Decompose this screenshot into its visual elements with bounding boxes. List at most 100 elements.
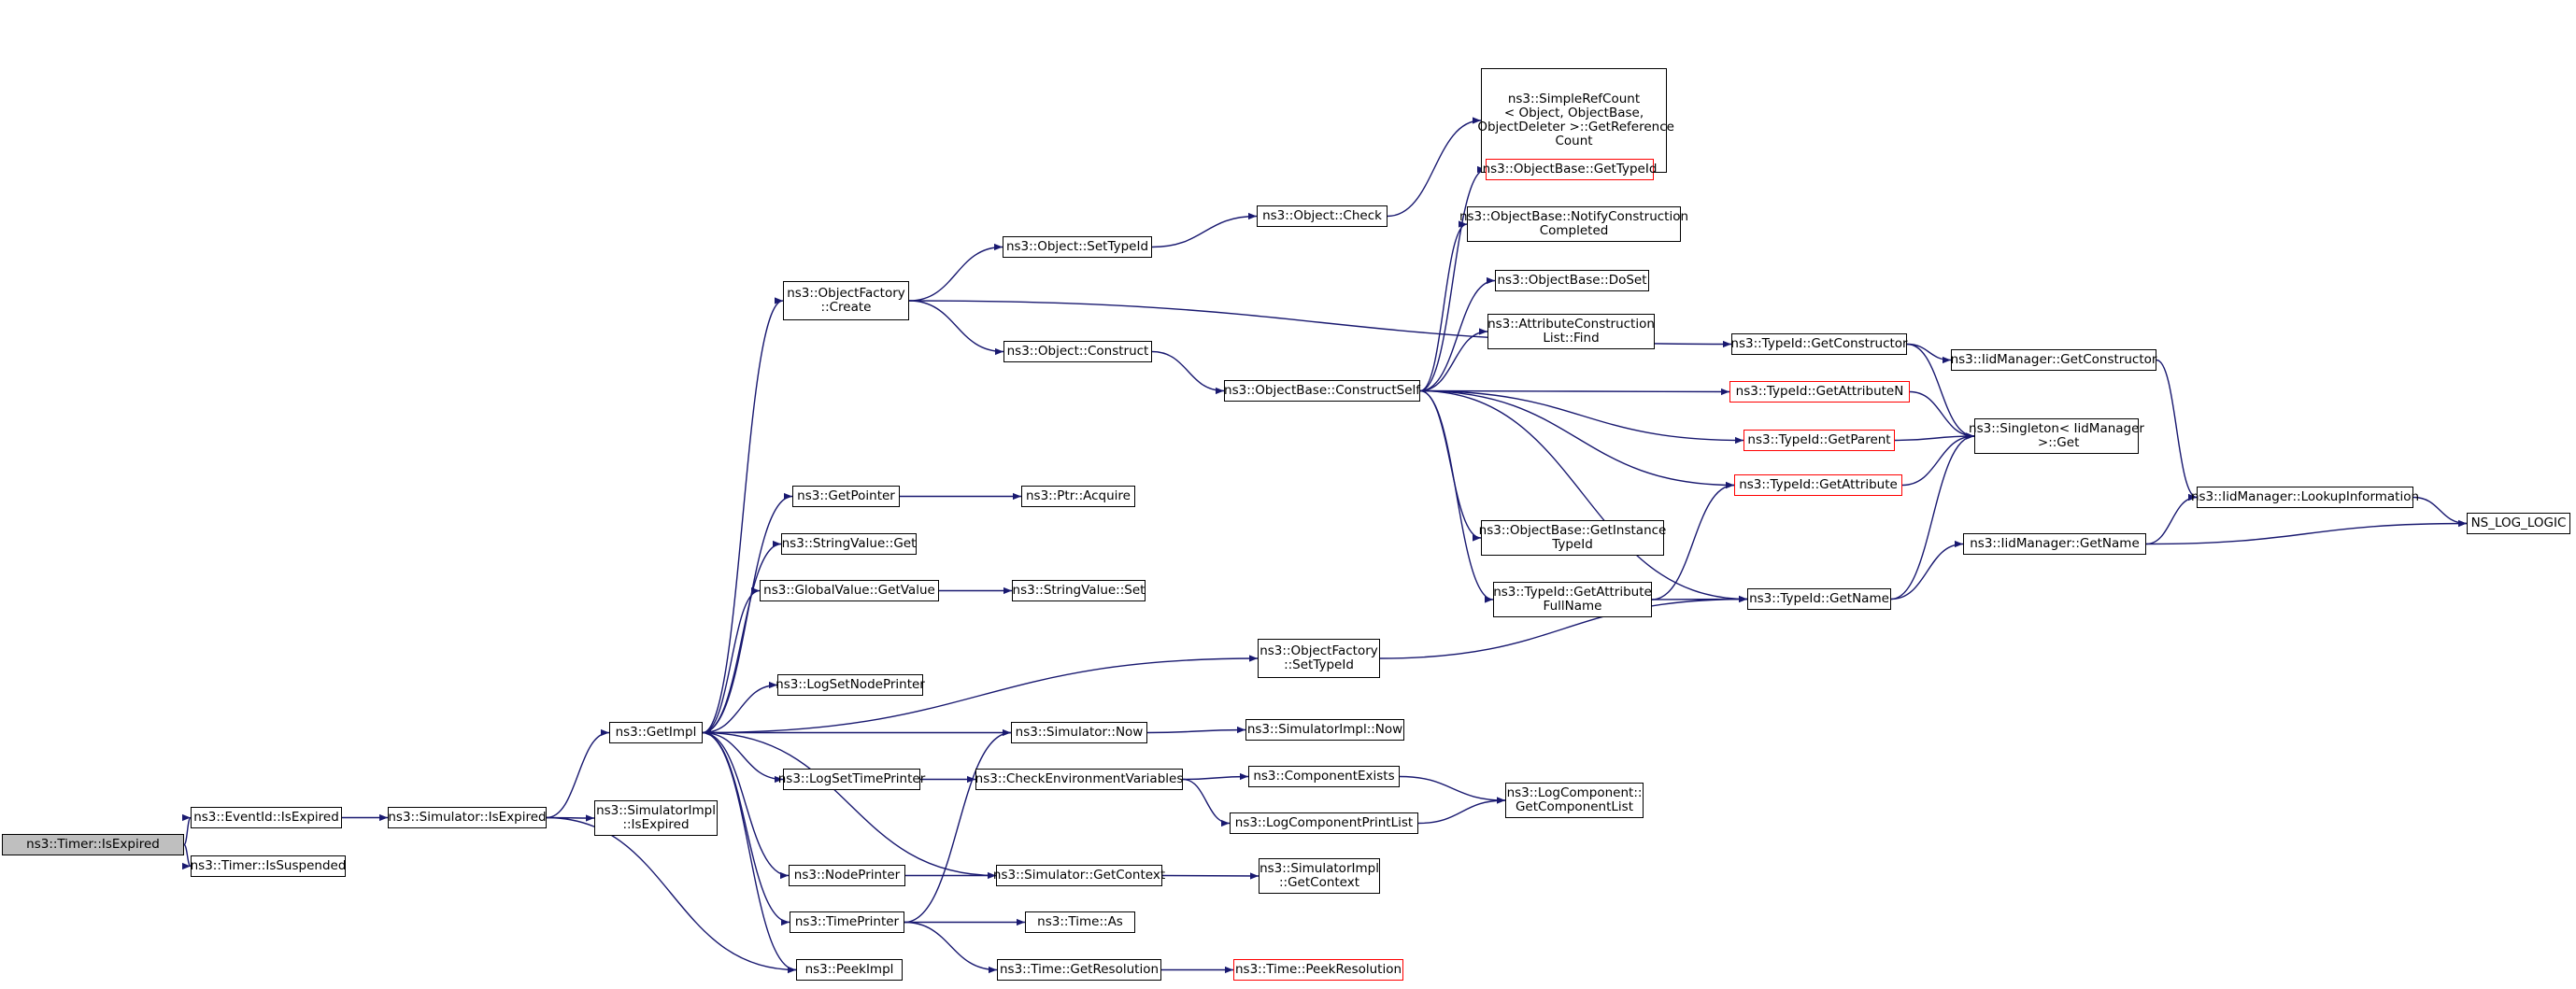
- edge-typeid-getattributen-to-singleton-get: [1909, 390, 1975, 440]
- edge-getimpl-to-nodeprinter: [702, 731, 790, 880]
- node-simulator-now[interactable]: ns3::Simulator::Now: [1011, 722, 1147, 743]
- edge-getimpl-to-logsettimeprinter: [702, 731, 784, 784]
- node-typeid-getconstructor[interactable]: ns3::TypeId::GetConstructor: [1730, 333, 1908, 355]
- node-componentexists[interactable]: ns3::ComponentExists: [1248, 766, 1400, 787]
- node-typeid-getattributefullname[interactable]: ns3::TypeId::GetAttribute FullName: [1493, 582, 1652, 617]
- edge-typeid-getconstructor-to-iidmanager-getconstructor: [1906, 343, 1952, 364]
- edge-getimpl-to-objectfactory-create: [702, 297, 784, 734]
- node-simulatorimpl-isexpired[interactable]: ns3::SimulatorImpl ::IsExpired: [594, 800, 718, 836]
- node-time-peekresolution[interactable]: ns3::Time::PeekResolution: [1233, 959, 1403, 981]
- edge-simulator-isexpired-to-getimpl: [546, 728, 610, 819]
- edge-iidmanager-getconstructor-to-iidmanager-lookupinformation: [2156, 359, 2198, 502]
- edge-objectbase-constructself-to-typeid-getattributefullname: [1419, 389, 1494, 603]
- edge-getimpl-to-peekimpl: [702, 731, 797, 974]
- edge-iidmanager-lookupinformation-to-ns-log-logic: [2412, 496, 2468, 528]
- node-attrconstructionlist-find[interactable]: ns3::AttributeConstruction List::Find: [1487, 314, 1655, 349]
- edge-objectfactory-settypeid-to-typeid-getname: [1379, 595, 1748, 659]
- node-ns-log-logic[interactable]: NS_LOG_LOGIC: [2467, 513, 2570, 534]
- edge-timer-isexpired-to-timer-issuspended: [181, 843, 192, 870]
- node-stringvalue-set[interactable]: ns3::StringValue::Set: [1012, 580, 1146, 601]
- edge-typeid-getattributefullname-to-typeid-getattribute: [1651, 481, 1735, 600]
- node-objectbase-gettypeid[interactable]: ns3::ObjectBase::GetTypeId: [1483, 159, 1657, 180]
- node-logcomponent-getcomponentlist[interactable]: ns3::LogComponent:: GetComponentList: [1505, 783, 1644, 818]
- node-simulatorimpl-getcontext[interactable]: ns3::SimulatorImpl ::GetContext: [1259, 858, 1380, 894]
- node-objectbase-getinstancetypeid[interactable]: ns3::ObjectBase::GetInstance TypeId: [1479, 520, 1666, 556]
- node-objectbase-doset[interactable]: ns3::ObjectBase::DoSet: [1495, 270, 1649, 291]
- edge-objectbase-constructself-to-typeid-getname: [1419, 389, 1748, 603]
- node-typeid-getattribute[interactable]: ns3::TypeId::GetAttribute: [1734, 474, 1902, 496]
- node-time-getresolution[interactable]: ns3::Time::GetResolution: [997, 959, 1161, 981]
- edge-objectbase-constructself-to-attrconstructionlist-find: [1419, 328, 1488, 392]
- node-ptr-acquire[interactable]: ns3::Ptr::Acquire: [1021, 486, 1135, 507]
- edge-objectbase-constructself-to-objectbase-gettypeid: [1419, 165, 1487, 392]
- edge-objectbase-constructself-to-typeid-getattributen: [1419, 388, 1730, 396]
- edge-typeid-getconstructor-to-singleton-get: [1906, 343, 1975, 440]
- edge-object-construct-to-objectbase-constructself: [1151, 350, 1225, 395]
- node-peekimpl[interactable]: ns3::PeekImpl: [796, 959, 903, 981]
- node-simplerefcount[interactable]: ns3::SimpleRefCount < Object, ObjectBase…: [1477, 68, 1674, 173]
- node-objectfactory-create[interactable]: ns3::ObjectFactory ::Create: [783, 281, 909, 320]
- edge-typeid-getname-to-iidmanager-getname: [1890, 540, 1964, 600]
- edge-logcomponentprintlist-to-logcomponent-getcomponentlist: [1417, 797, 1506, 825]
- edge-simulator-getcontext-to-getimpl: [702, 728, 997, 877]
- edge-timeprinter-to-time-getresolution: [904, 921, 998, 974]
- edge-getimpl-to-globalvalue-getvalue: [702, 586, 761, 734]
- node-iidmanager-getname[interactable]: ns3::IidManager::GetName: [1963, 533, 2146, 555]
- node-iidmanager-getconstructor[interactable]: ns3::IidManager::GetConstructor: [1951, 349, 2156, 371]
- node-objectbase-constructself[interactable]: ns3::ObjectBase::ConstructSelf: [1224, 380, 1420, 402]
- node-eventid-isexpired[interactable]: ns3::EventId::IsExpired: [191, 807, 342, 828]
- edge-simulator-getcontext-to-simulatorimpl-getcontext: [1161, 872, 1260, 880]
- node-singleton-get[interactable]: ns3::Singleton< IidManager >::Get: [1969, 418, 2144, 454]
- edge-getimpl-to-objectfactory-settypeid: [702, 655, 1259, 734]
- node-getimpl[interactable]: ns3::GetImpl: [609, 722, 703, 743]
- node-simulator-getcontext[interactable]: ns3::Simulator::GetContext: [993, 865, 1165, 886]
- edge-objectfactory-create-to-object-settypeid: [908, 243, 1003, 302]
- node-stringvalue-get[interactable]: ns3::StringValue::Get: [781, 533, 917, 555]
- node-simulator-isexpired[interactable]: ns3::Simulator::IsExpired: [388, 807, 547, 828]
- edge-checkenv-to-logcomponentprintlist: [1182, 778, 1231, 827]
- edge-object-check-to-simplerefcount: [1387, 117, 1482, 218]
- node-typeid-getname[interactable]: ns3::TypeId::GetName: [1747, 588, 1891, 610]
- node-timer-issuspended[interactable]: ns3::Timer::IsSuspended: [191, 855, 346, 877]
- edge-simulator-now-to-simulatorimpl-now: [1146, 726, 1246, 734]
- edge-typeid-getattribute-to-singleton-get: [1901, 432, 1975, 487]
- edge-getimpl-to-stringvalue-get: [702, 540, 782, 734]
- node-objectbase-notify[interactable]: ns3::ObjectBase::NotifyConstruction Comp…: [1459, 206, 1688, 242]
- edge-timeprinter-to-simulator-now: [904, 728, 1012, 924]
- edge-objectbase-constructself-to-objectbase-notify: [1419, 220, 1468, 392]
- edge-typeid-getname-to-singleton-get: [1890, 432, 1975, 600]
- edge-typeid-getparent-to-singleton-get: [1894, 432, 1975, 442]
- node-typeid-getparent[interactable]: ns3::TypeId::GetParent: [1743, 430, 1895, 451]
- edge-timer-isexpired-to-eventid-isexpired: [181, 813, 192, 846]
- node-logcomponentprintlist[interactable]: ns3::LogComponentPrintList: [1230, 812, 1418, 834]
- edge-iidmanager-getname-to-iidmanager-lookupinformation: [2145, 493, 2198, 545]
- edge-objectbase-constructself-to-typeid-getparent: [1419, 389, 1744, 445]
- edge-componentexists-to-logcomponent-getcomponentlist: [1399, 775, 1506, 804]
- node-timeprinter[interactable]: ns3::TimePrinter: [790, 911, 904, 933]
- node-logsetnodeprinter[interactable]: ns3::LogSetNodePrinter: [776, 674, 925, 696]
- node-logsettimeprinter[interactable]: ns3::LogSetTimePrinter: [778, 769, 925, 790]
- edge-checkenv-to-componentexists: [1182, 772, 1249, 781]
- node-globalvalue-getvalue[interactable]: ns3::GlobalValue::GetValue: [760, 580, 939, 601]
- node-object-settypeid[interactable]: ns3::Object::SetTypeId: [1003, 236, 1152, 258]
- node-getpointer[interactable]: ns3::GetPointer: [792, 486, 900, 507]
- node-simulatorimpl-now[interactable]: ns3::SimulatorImpl::Now: [1245, 719, 1404, 741]
- edge-object-settypeid-to-object-check: [1151, 212, 1258, 248]
- node-object-check[interactable]: ns3::Object::Check: [1257, 205, 1388, 227]
- edge-objectbase-constructself-to-objectbase-doset: [1419, 276, 1496, 392]
- edge-objectbase-constructself-to-typeid-getattribute: [1419, 389, 1735, 489]
- edge-simulator-isexpired-to-peekimpl: [546, 816, 797, 974]
- edge-getimpl-to-logsetnodeprinter: [702, 681, 778, 734]
- node-objectfactory-settypeid[interactable]: ns3::ObjectFactory ::SetTypeId: [1258, 639, 1380, 678]
- node-typeid-getattributen[interactable]: ns3::TypeId::GetAttributeN: [1729, 381, 1910, 403]
- node-nodeprinter[interactable]: ns3::NodePrinter: [789, 865, 905, 886]
- edge-iidmanager-getname-to-ns-log-logic: [2145, 519, 2468, 545]
- node-iidmanager-lookupinformation[interactable]: ns3::IidManager::LookupInformation: [2191, 487, 2419, 508]
- node-checkenv[interactable]: ns3::CheckEnvironmentVariables: [975, 769, 1183, 790]
- node-time-as[interactable]: ns3::Time::As: [1025, 911, 1135, 933]
- edge-objectfactory-create-to-object-construct: [908, 300, 1004, 356]
- node-object-construct[interactable]: ns3::Object::Construct: [1003, 341, 1152, 362]
- node-timer-isexpired[interactable]: ns3::Timer::IsExpired: [2, 834, 184, 855]
